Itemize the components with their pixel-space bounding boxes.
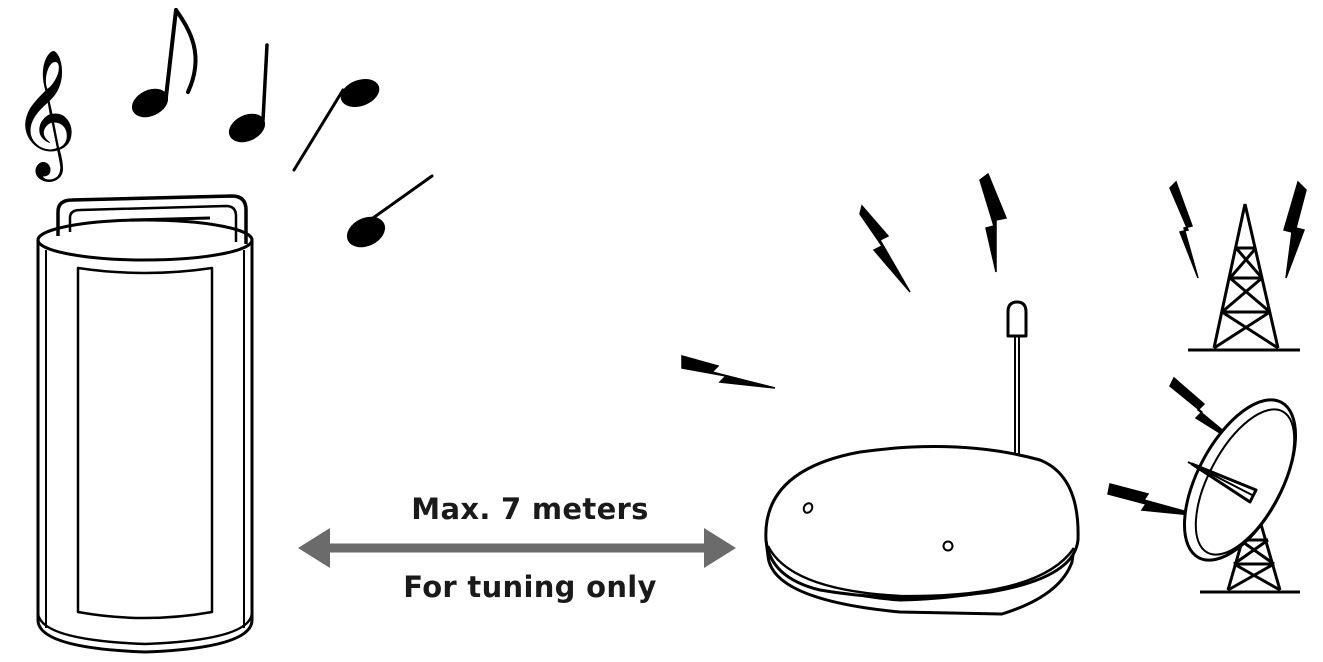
radio-waves [681, 172, 1307, 517]
distance-label: Max. 7 meters [411, 492, 649, 526]
radio-wave-icon [979, 172, 1008, 273]
radio-wave-icon [681, 355, 776, 389]
eighth-note-icon [131, 8, 198, 118]
radio-wave-icon [859, 204, 911, 293]
speaker [36, 194, 254, 654]
radio-wave-icon [1283, 180, 1307, 279]
antenna [1006, 300, 1028, 476]
radio-wave-icon [1107, 483, 1203, 517]
tuning-note-label: For tuning only [403, 570, 657, 604]
radio-wave-icon [1169, 180, 1199, 279]
treble-clef-icon: 𝄞 [12, 48, 77, 182]
satellite-dish-icon [1182, 398, 1300, 594]
range-arrow [298, 528, 736, 568]
quarter-note-icon [346, 174, 434, 248]
svg-text:𝄞: 𝄞 [12, 48, 77, 182]
transmitter [764, 300, 1080, 616]
quarter-note-icon [292, 78, 380, 172]
quarter-note-icon [228, 43, 269, 143]
music-notes: 𝄞 [12, 8, 434, 248]
transmission-tower-icon [1188, 203, 1300, 352]
